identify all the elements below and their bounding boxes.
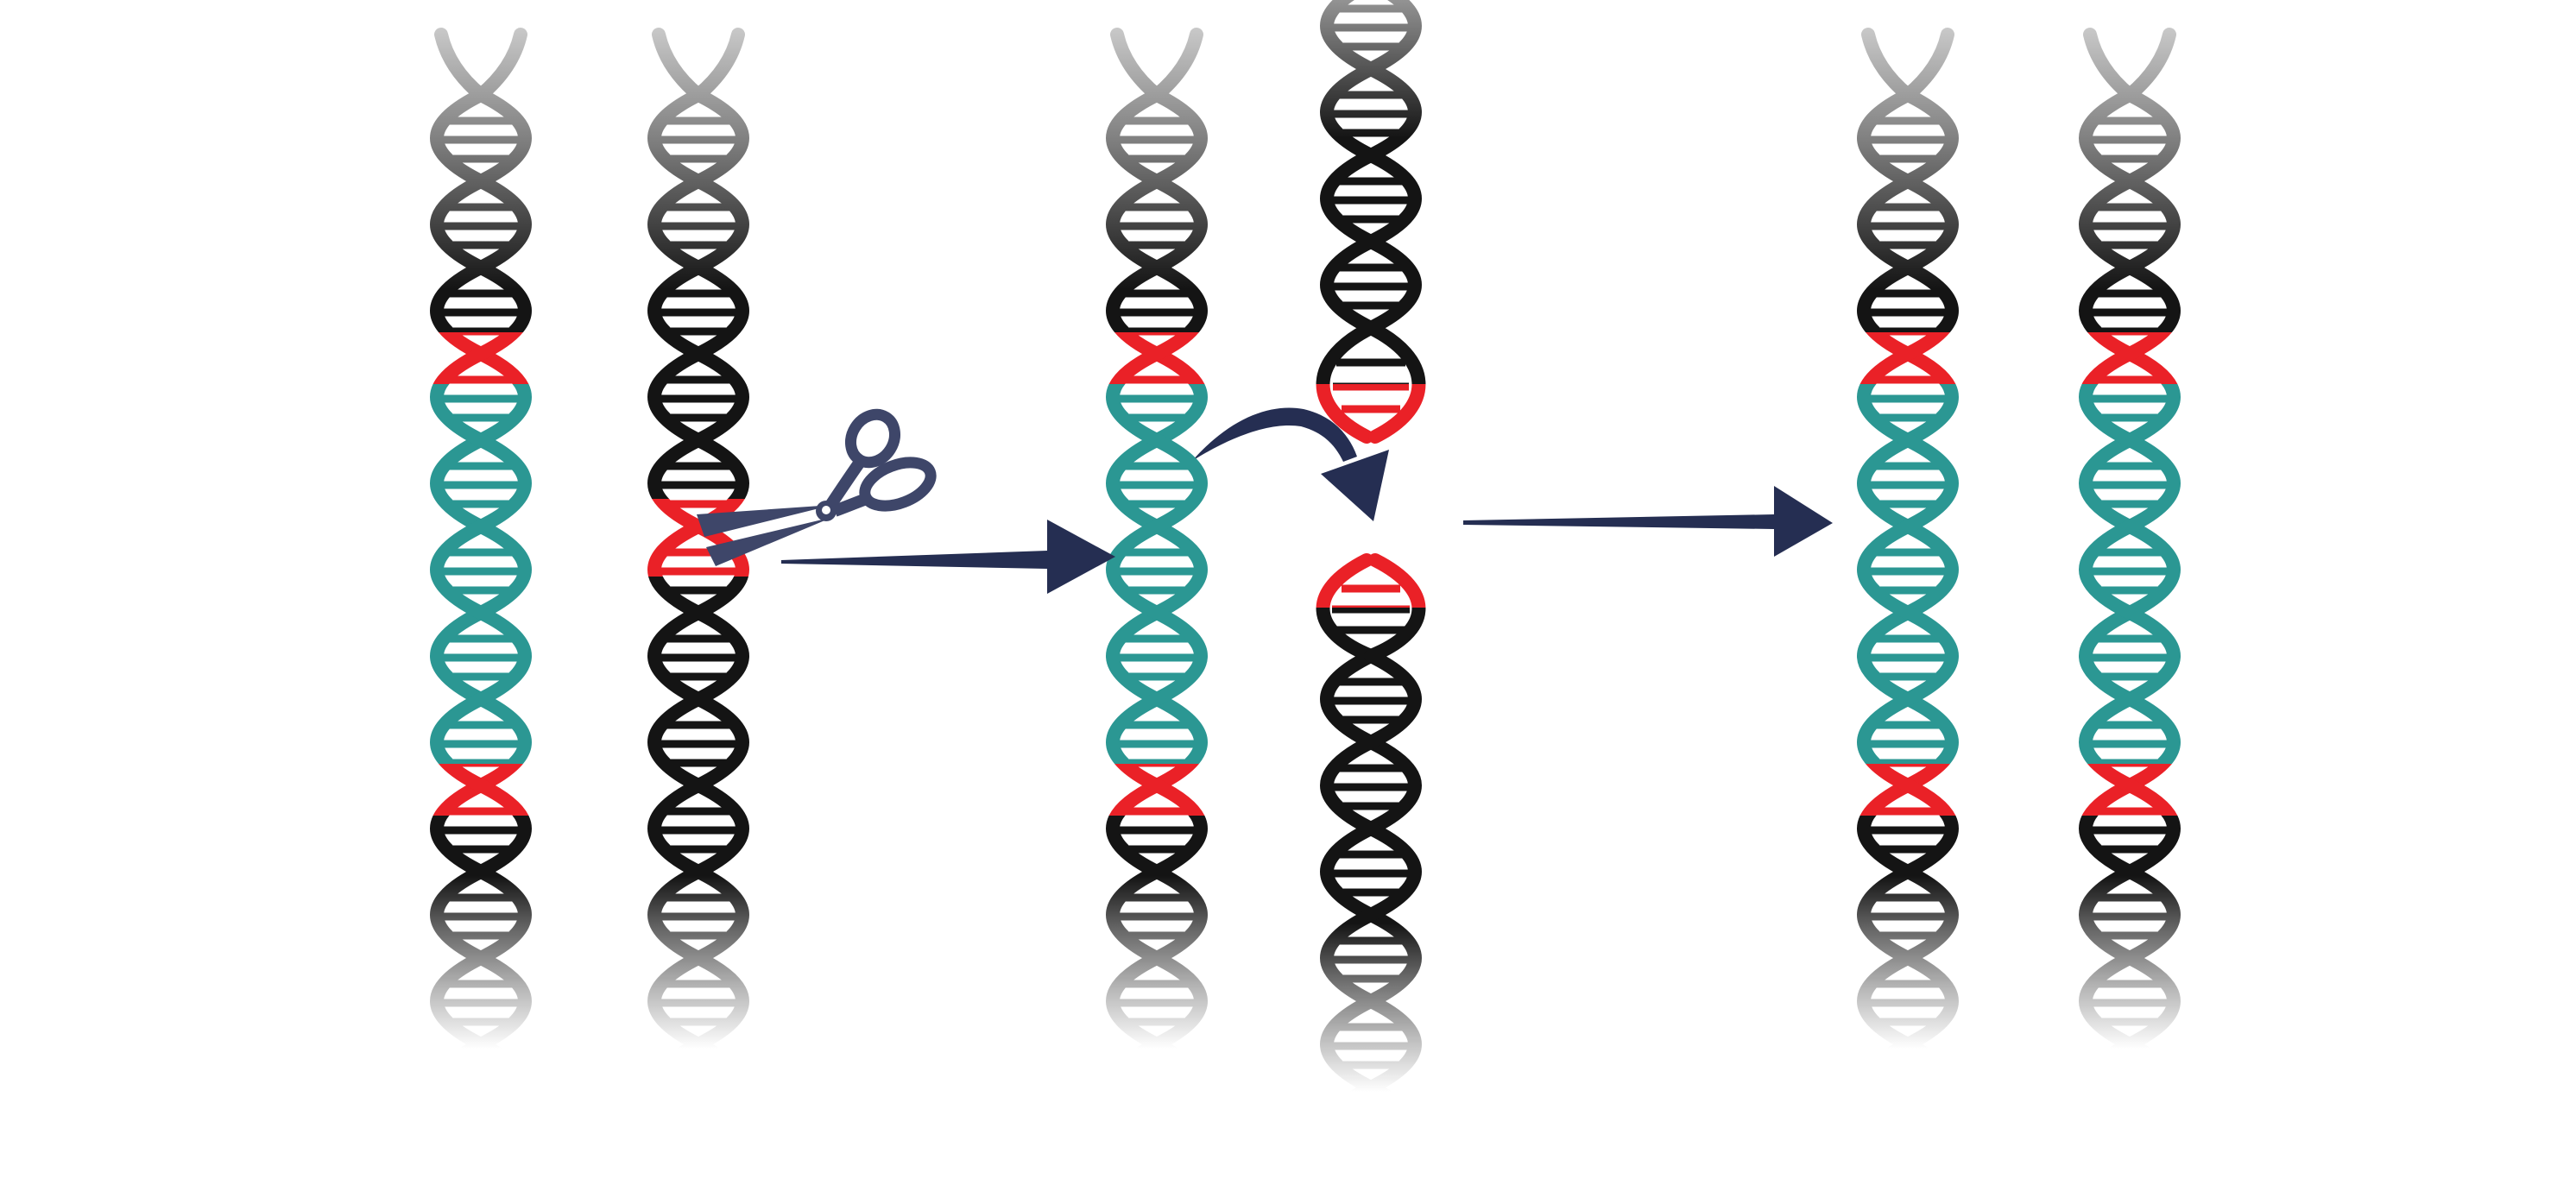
scissors-blade-upper (697, 505, 833, 537)
dna-black-segment (1323, 0, 1419, 437)
arrow-right-icon-1 (781, 520, 1115, 594)
scissors-blade-lower (706, 517, 833, 566)
scissors-handle-ring-1 (844, 408, 901, 469)
cut-lower-segment (1323, 560, 1419, 1174)
scissors-icon (697, 408, 937, 566)
dna-black-segment (437, 35, 525, 1131)
dna-helix-result-2 (2086, 35, 2174, 1131)
dna-helix-with-gene-1 (437, 35, 525, 1131)
dna-black-segment (654, 35, 742, 1131)
dna-black-segment (1864, 35, 1952, 1131)
dna-helix-target-cut-open (1323, 0, 1419, 1174)
curved-arrow-head (1321, 450, 1389, 521)
dna-helix-with-gene-2 (1113, 35, 1201, 1131)
dna-helix-target-cut-site (654, 35, 742, 1131)
scissors-handle-ring-2 (859, 457, 937, 512)
dna-black-segment (1113, 35, 1201, 1131)
scissors-pivot-hole (822, 506, 830, 514)
arrow-right-icon-2 (1463, 486, 1833, 557)
curved-insert-arrow-icon (1192, 407, 1389, 521)
dna-black-segment (2086, 35, 2174, 1131)
dna-black-segment (1323, 560, 1419, 1174)
cut-upper-segment (1323, 0, 1419, 437)
dna-helix-result-1 (1864, 35, 1952, 1131)
curved-arrow-tail (1192, 407, 1357, 462)
